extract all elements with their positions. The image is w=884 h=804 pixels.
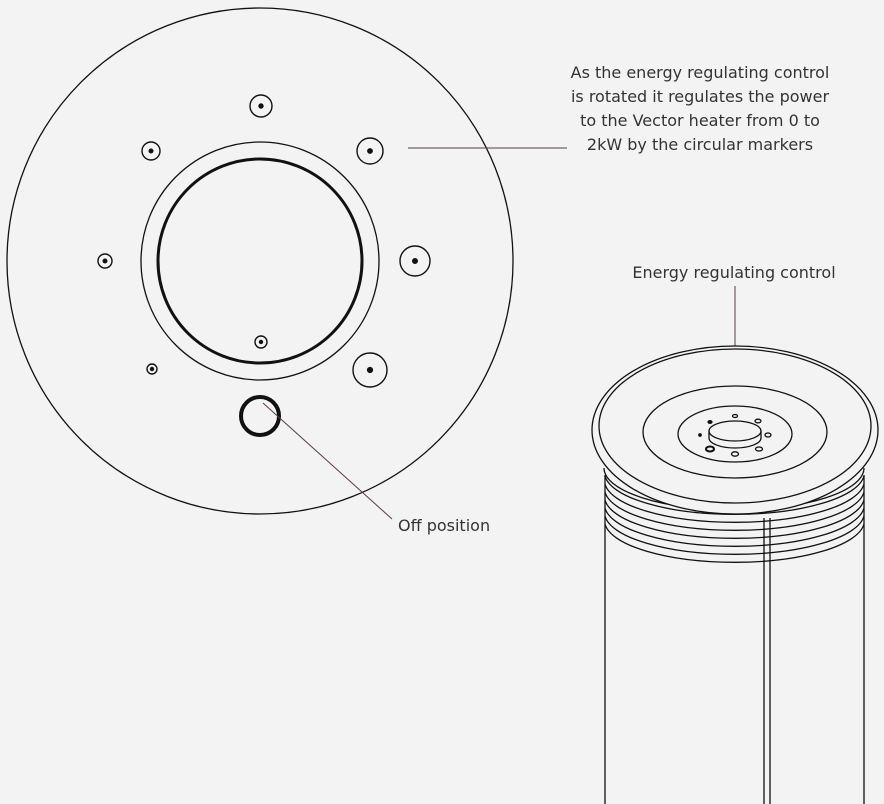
power-markers <box>97 94 431 388</box>
cap-plate <box>642 385 828 479</box>
off-position-label: Off position <box>398 516 491 535</box>
power-marker <box>698 433 702 437</box>
power-marker <box>731 413 739 419</box>
power-marker <box>754 418 762 424</box>
off-position-marker <box>705 445 715 453</box>
power-marker <box>764 432 772 438</box>
power-marker <box>249 94 273 118</box>
power-marker <box>707 420 713 424</box>
power-note-line: 2kW by the circular markers <box>586 135 814 154</box>
power-marker <box>356 137 384 165</box>
dial-inner-ring <box>140 141 380 381</box>
energy-control-knob-top <box>708 420 762 442</box>
dial-outer-rim <box>6 7 514 515</box>
cap-markers <box>698 413 772 457</box>
power-note-line: to the Vector heater from 0 to <box>580 111 820 130</box>
power-marker <box>352 352 388 388</box>
power-marker <box>399 245 431 277</box>
power-marker <box>730 451 740 457</box>
cap-inner-rim <box>598 348 872 504</box>
energy-control-knob <box>156 157 364 365</box>
heater-column <box>591 345 879 804</box>
cap-control-ring <box>677 405 793 463</box>
off-position-leader <box>262 402 393 520</box>
energy-control-label: Energy regulating control <box>632 263 836 282</box>
power-marker <box>754 446 764 452</box>
power-note: As the energy regulating control is rota… <box>540 61 860 157</box>
power-note-line: is rotated it regulates the power <box>570 87 830 106</box>
power-marker <box>146 363 158 375</box>
power-marker <box>141 141 161 161</box>
top-view-dial <box>6 7 514 515</box>
off-position-marker <box>239 395 281 437</box>
power-marker <box>97 253 113 269</box>
power-marker <box>254 335 268 349</box>
power-note-line: As the energy regulating control <box>570 63 830 82</box>
